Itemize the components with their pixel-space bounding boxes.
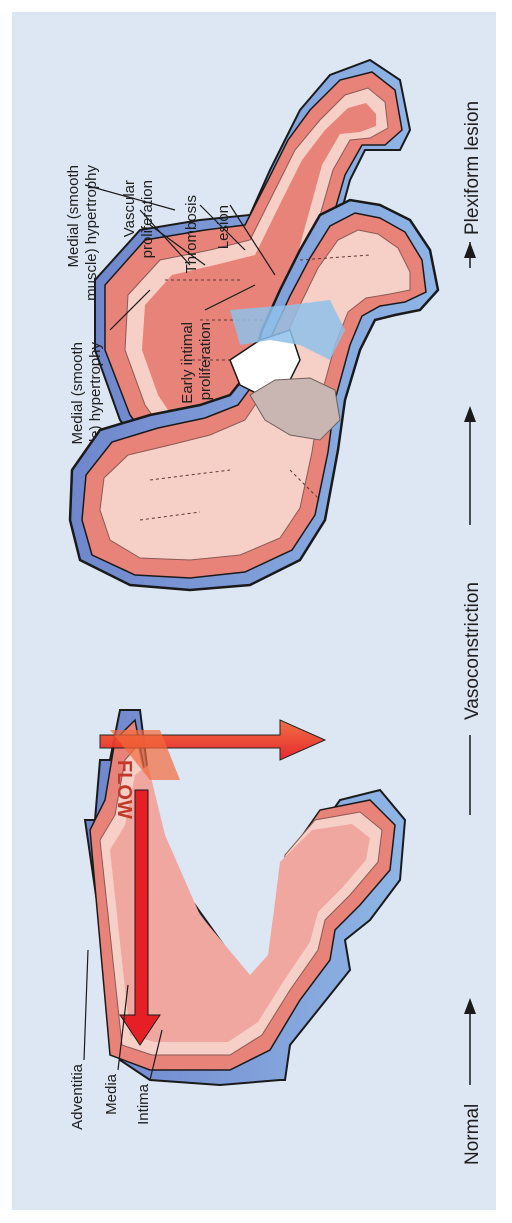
intima-label: Intima: [135, 1083, 152, 1125]
p-vascular-label-1: Vascular: [121, 180, 138, 237]
p-thrombosis-label: Thrombosis: [183, 195, 200, 273]
flow-label: FLOW: [113, 760, 135, 819]
v-intimal-label-1: Early intimal: [179, 322, 196, 404]
p-vascular-label-2: proliferation: [139, 180, 156, 258]
stage-axis: Normal Vasoconstriction Plexiform lesion: [462, 101, 483, 1165]
adventitia-leader: [84, 950, 88, 1060]
arrowhead-1: [464, 998, 476, 1014]
v-intimal-label-2: proliferation: [197, 322, 214, 400]
p-medial-label-1: Medial (smooth: [65, 165, 82, 268]
adventitia-label: Adventitia: [69, 1063, 86, 1130]
p-lesion-label: Lesion: [215, 205, 232, 249]
stage-plexiform: Plexiform lesion: [462, 101, 483, 235]
arrowhead-3: [464, 242, 476, 258]
media-label: Media: [103, 1073, 120, 1115]
stage-vasoconstriction: Vasoconstriction: [462, 582, 483, 720]
stage-normal: Normal: [462, 1104, 483, 1165]
normal-vessel: FLOW: [85, 710, 405, 1085]
v-medial-label-1: Medial (smooth: [69, 342, 86, 445]
arrowhead-2: [464, 406, 476, 422]
p-medial-label-2: muscle) hypertrophy: [83, 165, 100, 301]
